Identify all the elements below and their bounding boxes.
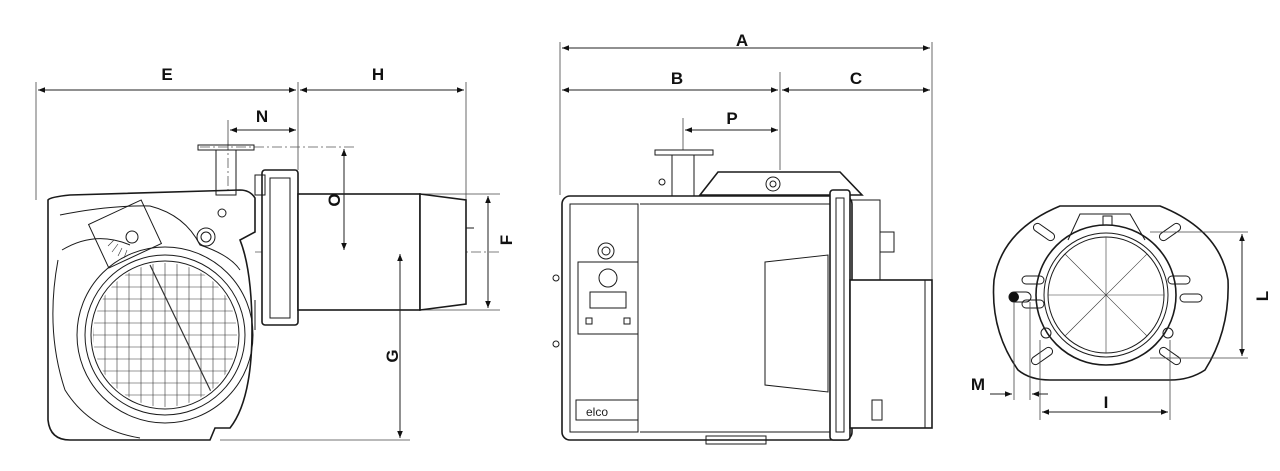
dim-label-E: E	[161, 65, 172, 84]
flange-slots	[1021, 222, 1203, 366]
dim-label-M: M	[971, 375, 985, 394]
dim-label-O: O	[325, 193, 344, 206]
dim-label-F: F	[497, 235, 516, 245]
flange-view	[992, 205, 1248, 420]
dim-label-B: B	[671, 69, 683, 88]
flange-view-dimensions: L I M	[971, 234, 1272, 415]
dim-label-A: A	[736, 31, 748, 50]
dim-label-G: G	[383, 349, 402, 362]
dim-label-H: H	[372, 65, 384, 84]
front-view: elco	[552, 42, 933, 445]
dim-label-P: P	[726, 109, 737, 128]
brand-logo: elco	[586, 405, 608, 419]
dim-label-I: I	[1104, 393, 1109, 412]
damper-gauge	[87, 199, 163, 269]
dim-label-N: N	[256, 107, 268, 126]
dim-label-C: C	[850, 69, 862, 88]
dim-label-L: L	[1253, 291, 1272, 301]
front-view-dimensions: A B C P	[562, 31, 930, 133]
side-view-dimensions: E H N O F G	[38, 65, 516, 438]
side-view	[35, 82, 500, 441]
